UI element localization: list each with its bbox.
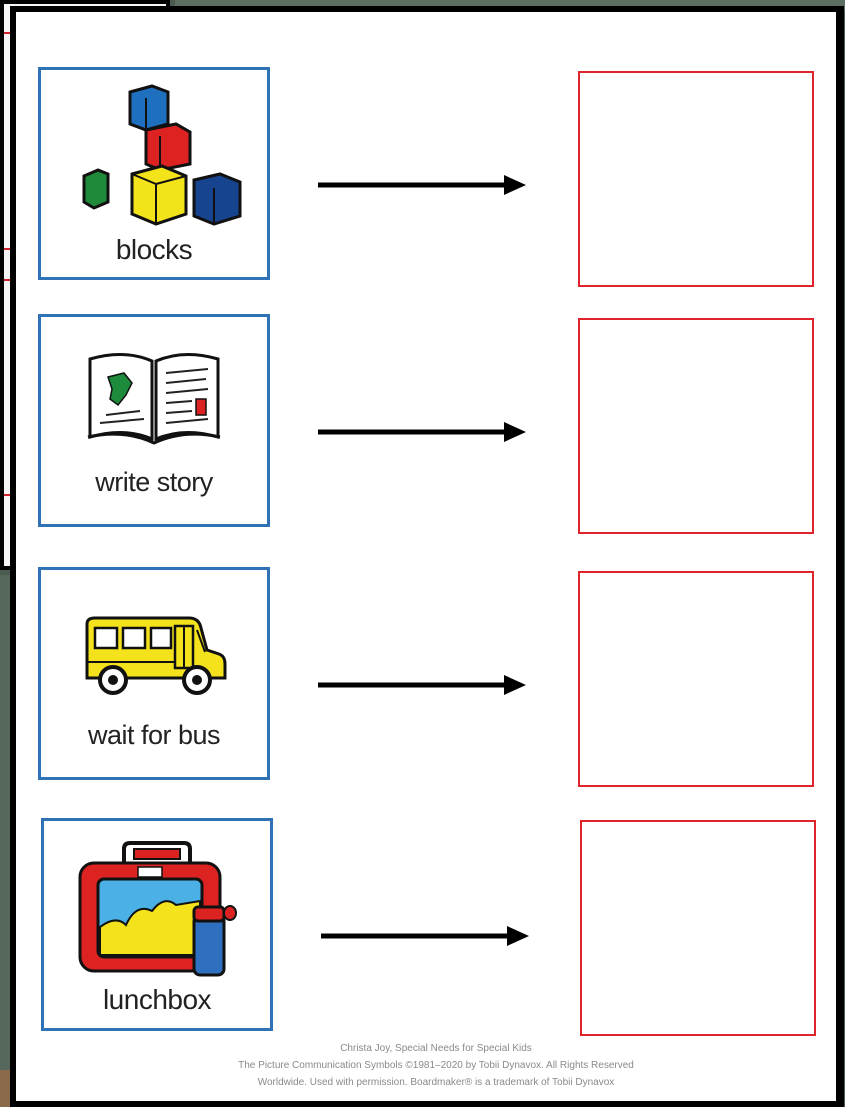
blocks-icon (41, 84, 267, 234)
open-book-icon (41, 347, 267, 447)
worksheet-row: wait for bus (16, 567, 836, 787)
worksheet-row: write story (16, 314, 836, 534)
picture-card-label: lunchbox (102, 984, 212, 1015)
answer-box[interactable] (578, 318, 814, 534)
picture-card-wait-for-bus: wait for bus (38, 567, 270, 780)
picture-card-lunchbox: lunchbox (41, 818, 273, 1031)
worksheet: blocks (10, 6, 844, 1107)
background-photo-corner (0, 1070, 12, 1107)
credits-line: Christa Joy, Special Needs for Special K… (340, 1043, 532, 1054)
picture-card-label: write story (95, 467, 213, 497)
picture-card-write-story: write story (38, 314, 270, 527)
picture-card-label: wait for bus (87, 720, 221, 750)
picture-card-blocks: blocks (38, 67, 270, 280)
answer-box[interactable] (580, 820, 816, 1036)
picture-card-label: blocks (115, 234, 193, 265)
arrow-icon (318, 175, 526, 195)
answer-box[interactable] (578, 71, 814, 287)
answer-box[interactable] (578, 571, 814, 787)
worksheet-row: lunchbox (16, 814, 836, 1036)
worksheet-row: blocks (16, 67, 836, 287)
copyright-credits: Christa Joy, Special Needs for Special K… (166, 1040, 706, 1091)
arrow-icon (318, 422, 526, 442)
school-bus-icon (41, 614, 267, 704)
credits-line: Worldwide. Used with permission. Boardma… (257, 1077, 615, 1088)
lunchbox-icon (44, 841, 270, 981)
arrow-icon (318, 675, 526, 695)
arrow-icon (321, 926, 529, 946)
credits-line: The Picture Communication Symbols ©1981–… (238, 1060, 634, 1071)
